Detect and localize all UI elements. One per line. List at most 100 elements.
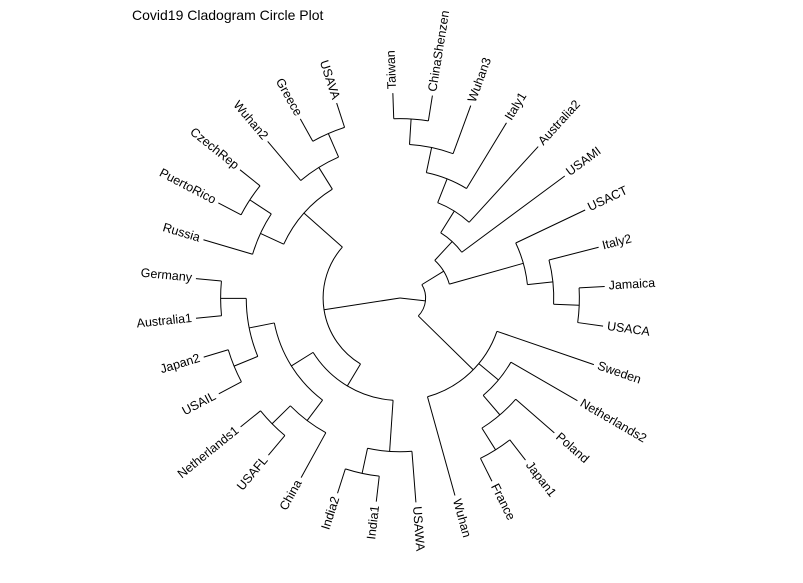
branch-arc xyxy=(290,405,327,434)
tip-label: Netherlands2 xyxy=(578,396,649,445)
branch-arc xyxy=(409,144,454,155)
branch-segment xyxy=(509,439,526,461)
branch-segment xyxy=(361,448,369,474)
branch-segment xyxy=(440,210,455,234)
tip-label: USAIL xyxy=(180,389,219,418)
tip-label: Sweden xyxy=(596,359,643,387)
tip-label: Italy2 xyxy=(601,231,633,252)
branch-segment xyxy=(300,432,327,478)
branch-arc xyxy=(481,398,517,429)
branch-segment xyxy=(510,361,578,402)
tip-label: Jamaica xyxy=(608,276,655,293)
branch-segment xyxy=(203,239,253,255)
branch-arc xyxy=(482,361,512,396)
branch-segment xyxy=(409,118,412,145)
branch-arc xyxy=(245,298,259,357)
branch-segment xyxy=(337,468,346,494)
branch-arc xyxy=(434,259,450,285)
branches xyxy=(195,93,605,503)
branch-segment xyxy=(239,169,261,187)
branch-segment xyxy=(577,322,604,327)
branch-segment xyxy=(306,399,324,421)
branch-arc xyxy=(437,202,470,223)
branch-segment xyxy=(327,133,340,158)
branch-segment xyxy=(336,102,346,128)
branch-segment xyxy=(425,147,433,173)
branch-segment xyxy=(195,278,222,282)
branch-arc xyxy=(322,246,361,365)
branch-arc xyxy=(300,156,339,181)
tip-label: Wuhan xyxy=(450,497,474,539)
tip-label: PuertoRico xyxy=(157,166,218,207)
branch-segment xyxy=(268,435,286,456)
tip-label: Italy1 xyxy=(502,90,530,123)
branch-segment xyxy=(496,330,595,366)
tip-label: USAWA xyxy=(410,506,427,553)
branch-arc xyxy=(426,172,467,189)
branch-segment xyxy=(515,398,555,434)
tip-label: Taiwan xyxy=(384,50,399,89)
branch-segment xyxy=(427,95,433,121)
tip-label: Australia2 xyxy=(535,97,583,148)
branch-segment xyxy=(375,476,380,502)
tip-label: Australia1 xyxy=(136,311,193,330)
branch-segment xyxy=(527,281,553,286)
branch-arc xyxy=(367,447,412,453)
tip-label: USACA xyxy=(606,319,651,339)
branch-segment xyxy=(548,246,599,261)
branch-segment xyxy=(267,141,302,181)
branch-segment xyxy=(426,396,456,496)
branch-segment xyxy=(218,381,242,395)
branch-segment xyxy=(515,209,586,244)
branch-segment xyxy=(233,355,258,367)
branch-arc xyxy=(252,213,272,255)
branch-arc xyxy=(427,331,498,398)
branch-arc xyxy=(273,322,323,401)
branch-segment xyxy=(481,427,496,451)
branch-segment xyxy=(389,400,394,452)
tip-label: Japan2 xyxy=(158,351,201,376)
tip-label: China xyxy=(277,477,305,512)
tip-label: Netherlands1 xyxy=(175,423,242,481)
branch-segment xyxy=(579,285,605,289)
tip-label: Poland xyxy=(553,430,592,466)
branch-arc xyxy=(417,284,427,317)
branch-segment xyxy=(417,315,474,371)
branch-arc xyxy=(312,352,394,401)
branch-segment xyxy=(271,405,291,425)
tip-label: Greece xyxy=(273,76,305,119)
tip-label: USAMI xyxy=(563,144,603,179)
branch-segment xyxy=(323,297,401,311)
branch-segment xyxy=(452,105,472,154)
tip-label: Wuhan3 xyxy=(465,56,494,104)
tip-label: Germany xyxy=(140,266,193,285)
branch-arc xyxy=(220,281,223,316)
branch-segment xyxy=(461,175,566,253)
branch-segment xyxy=(218,202,242,216)
tip-label: USAVA xyxy=(317,58,343,101)
tip-label: France xyxy=(488,481,518,522)
branch-segment xyxy=(260,232,284,245)
tip-label: Wuhan2 xyxy=(230,98,271,142)
branch-segment xyxy=(346,363,361,387)
tip-label: CzechRep xyxy=(187,125,241,172)
branch-segment xyxy=(468,146,539,223)
branch-segment xyxy=(291,351,314,367)
branch-segment xyxy=(399,297,426,302)
branch-segment xyxy=(434,241,453,261)
branch-segment xyxy=(437,178,448,203)
branch-segment xyxy=(466,122,507,189)
branch-segment xyxy=(195,315,222,319)
branch-segment xyxy=(249,199,272,215)
tip-label: India2 xyxy=(319,495,343,532)
branch-segment xyxy=(392,93,395,119)
tip-label: Japan1 xyxy=(523,459,559,500)
branch-segment xyxy=(249,322,275,329)
tip-label: USACT xyxy=(585,183,630,214)
tip-label: Russia xyxy=(161,220,202,244)
branch-segment xyxy=(479,458,493,482)
branch-segment xyxy=(318,167,333,190)
branch-segment xyxy=(203,349,229,358)
